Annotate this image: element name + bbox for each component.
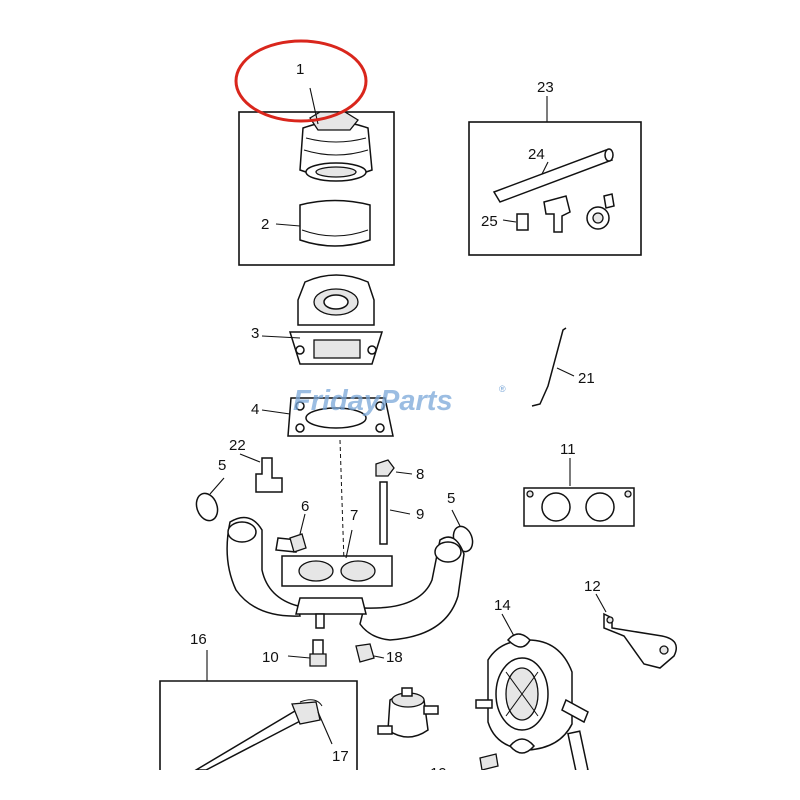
watermark-logo: FridayParts ® [293, 384, 506, 417]
callout-12: 12 [584, 578, 601, 595]
hose-part[interactable] [492, 148, 614, 203]
nut-part[interactable] [375, 459, 413, 477]
throttle-kit-group [159, 650, 358, 771]
callout-7: 7 [350, 507, 358, 524]
callout-6: 6 [301, 498, 309, 515]
elbow-fitting-part[interactable] [543, 195, 571, 233]
stud-part[interactable] [379, 481, 411, 545]
callout-9: 9 [416, 506, 424, 523]
callout-4: 4 [251, 401, 259, 418]
callout-16: 16 [190, 631, 207, 648]
callout-17: 17 [332, 748, 349, 765]
throttle-kit-box [159, 680, 358, 770]
callout-18: 18 [386, 649, 403, 666]
choke-rod-part[interactable] [531, 327, 575, 407]
intake-gasket-part[interactable] [523, 458, 635, 527]
assembly-axis [339, 439, 345, 563]
callout-10: 10 [262, 649, 279, 666]
callout-labels: 1 2 3 4 5 5 6 7 8 9 10 11 12 14 16 17 18… [190, 61, 601, 782]
callout-21: 21 [578, 370, 595, 387]
callout-22: 22 [229, 437, 246, 454]
o-ring-left-part[interactable] [193, 477, 225, 524]
callout-1-leader [309, 87, 319, 125]
watermark-registered-mark: ® [499, 384, 506, 394]
hose-connector-part[interactable] [516, 213, 529, 231]
intake-manifold-part[interactable] [226, 516, 465, 641]
mounting-bracket-part[interactable] [595, 593, 677, 669]
manifold-bolt-part[interactable] [287, 639, 327, 667]
callout-5-right: 5 [447, 490, 455, 507]
callout-14: 14 [494, 597, 511, 614]
breather-elbow-part[interactable] [239, 453, 283, 493]
air-filter-element-part[interactable] [299, 111, 373, 182]
highlight-circle [234, 39, 368, 123]
air-filter-kit-box [238, 111, 395, 266]
fuel-filter-part[interactable] [377, 687, 439, 738]
watermark-text: FridayParts [293, 385, 453, 417]
pre-cleaner-part[interactable] [299, 199, 371, 247]
callout-8: 8 [416, 466, 424, 483]
callout-5-left: 5 [218, 457, 226, 474]
callout-2: 2 [261, 216, 269, 233]
callout-1: 1 [296, 61, 304, 78]
carburetor-gasket-part[interactable] [261, 397, 394, 437]
throttle-cable-part[interactable] [193, 699, 323, 771]
callout-23: 23 [537, 79, 554, 96]
air-cleaner-base-part[interactable] [261, 274, 384, 365]
callout-25: 25 [481, 213, 498, 230]
hose-kit-box [468, 121, 642, 256]
bolt-part[interactable] [275, 513, 307, 553]
callout-2-leader [275, 223, 301, 227]
callout-11: 11 [560, 441, 576, 458]
bottom-crop-band [0, 770, 800, 800]
fuel-pump-part[interactable] [475, 613, 589, 774]
fuel-shutoff-part[interactable] [586, 193, 615, 230]
air-filter-kit-group [238, 87, 395, 266]
callout-3: 3 [251, 325, 259, 342]
hose-kit-group [468, 96, 642, 256]
manifold-nut-part[interactable] [355, 643, 385, 663]
callout-24: 24 [528, 146, 545, 163]
